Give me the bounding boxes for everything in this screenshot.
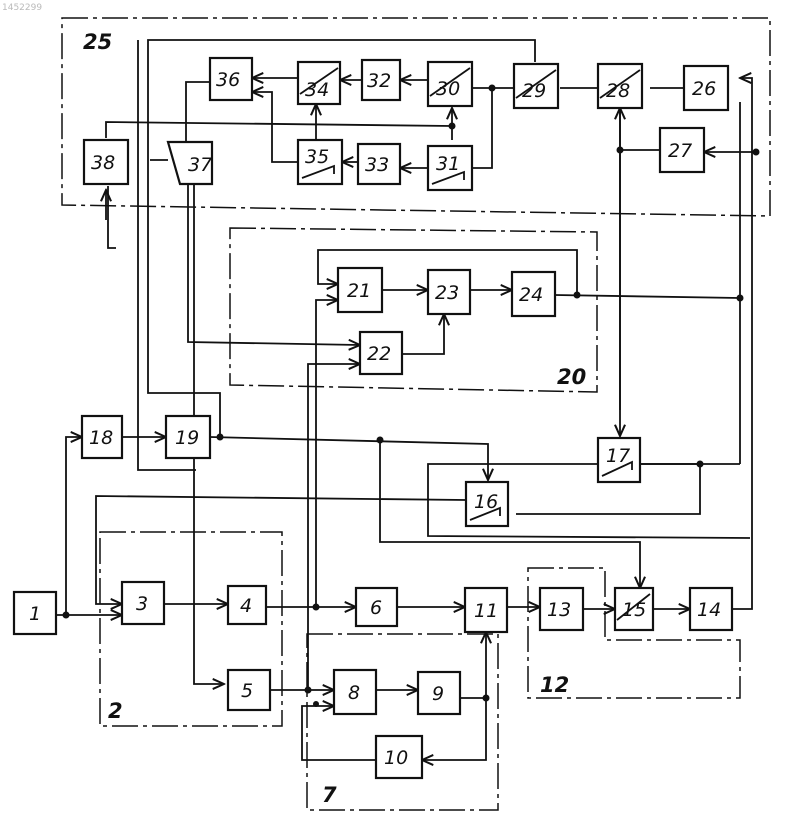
svg-text:38: 38 [91, 152, 115, 174]
block-1: 1 [14, 592, 56, 634]
block-23: 23 [428, 270, 470, 314]
block-24: 24 [512, 272, 555, 316]
svg-text:27: 27 [668, 140, 692, 162]
block-9: 9 [418, 672, 460, 714]
group-label-25: 25 [83, 30, 112, 54]
svg-text:1: 1 [29, 603, 41, 625]
block-36: 36 [210, 58, 252, 100]
junction-dots [63, 85, 760, 708]
group-label-7: 7 [322, 783, 337, 807]
block-38: 38 [84, 140, 128, 184]
svg-text:6: 6 [370, 597, 382, 619]
block-37: 37 [168, 142, 212, 184]
svg-text:24: 24 [519, 284, 543, 306]
svg-text:3: 3 [136, 593, 148, 615]
block-11: 11 [465, 588, 507, 632]
block-5: 5 [228, 670, 270, 710]
block-32: 32 [362, 60, 400, 100]
block-19: 19 [166, 416, 210, 458]
block-4: 4 [228, 586, 266, 624]
document-id: 1452299 [2, 3, 42, 13]
svg-text:37: 37 [188, 154, 212, 176]
block-22: 22 [360, 332, 402, 374]
block-17: 17 [598, 438, 640, 482]
block-27: 27 [660, 128, 704, 172]
svg-text:17: 17 [606, 445, 630, 467]
svg-text:15: 15 [622, 599, 646, 621]
svg-text:29: 29 [522, 80, 546, 102]
svg-text:34: 34 [305, 79, 329, 101]
svg-text:36: 36 [216, 69, 240, 91]
block-21: 21 [338, 268, 382, 312]
block-18: 18 [82, 416, 122, 458]
svg-text:13: 13 [547, 599, 571, 621]
svg-text:4: 4 [240, 595, 252, 617]
group-label-20: 20 [557, 365, 586, 389]
block-13: 13 [540, 588, 583, 630]
block-15: 15 [615, 588, 653, 630]
svg-text:5: 5 [241, 680, 253, 702]
block-34: 34 [298, 62, 340, 104]
svg-text:11: 11 [474, 600, 498, 622]
group-label-12: 12 [540, 673, 569, 697]
svg-text:14: 14 [697, 599, 721, 621]
block-6: 6 [356, 588, 397, 626]
block-33: 33 [358, 144, 400, 184]
svg-text:9: 9 [432, 683, 444, 705]
block-3: 3 [122, 582, 164, 624]
block-26: 26 [684, 66, 728, 110]
svg-text:21: 21 [347, 280, 371, 302]
svg-text:16: 16 [474, 491, 498, 513]
svg-text:35: 35 [305, 146, 329, 168]
svg-text:8: 8 [348, 682, 360, 704]
svg-text:22: 22 [367, 343, 391, 365]
svg-text:19: 19 [175, 427, 199, 449]
block-30: 30 [428, 62, 472, 106]
block-10: 10 [376, 736, 422, 778]
svg-text:28: 28 [606, 80, 630, 102]
svg-text:26: 26 [692, 78, 716, 100]
svg-text:32: 32 [367, 70, 391, 92]
block-8: 8 [334, 670, 376, 714]
svg-text:18: 18 [89, 427, 113, 449]
block-29: 29 [514, 64, 558, 108]
block-28: 28 [598, 64, 642, 108]
svg-text:10: 10 [384, 747, 408, 769]
svg-text:30: 30 [436, 78, 460, 100]
block-35: 35 [298, 140, 342, 184]
svg-text:31: 31 [436, 153, 460, 175]
block-16: 16 [466, 482, 508, 526]
group-label-2: 2 [108, 699, 123, 723]
block-14: 14 [690, 588, 732, 630]
block-31: 31 [428, 146, 472, 190]
svg-text:23: 23 [435, 282, 459, 304]
connection-wires [56, 40, 756, 760]
svg-text:33: 33 [365, 154, 389, 176]
